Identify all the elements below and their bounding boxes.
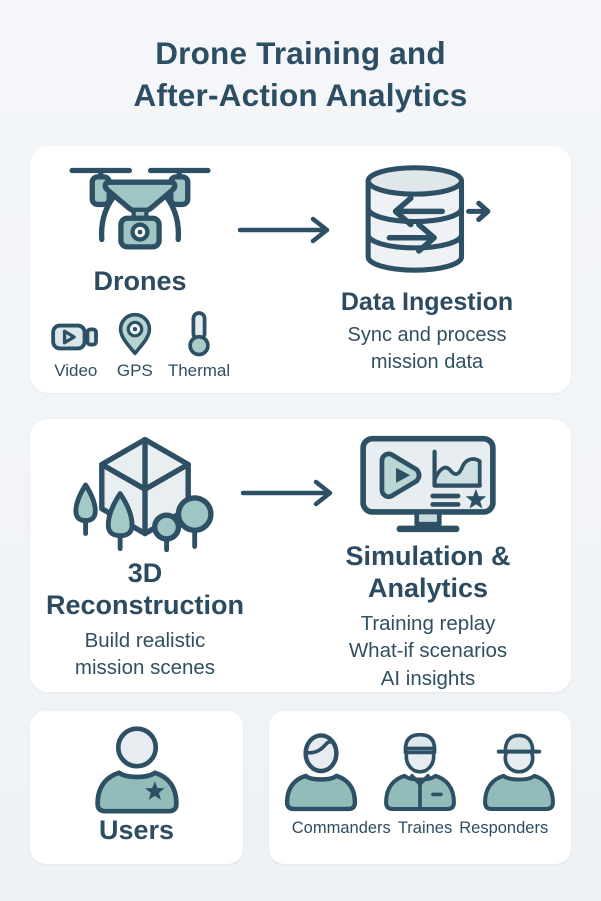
sensor-row: Video GPS Thermal — [50, 310, 230, 381]
roles-icon-row — [279, 728, 561, 814]
sensor-video-label: Video — [54, 360, 98, 380]
trainee-icon — [384, 732, 456, 811]
responder-icon — [483, 733, 555, 811]
data-ingestion-desc: Sync and process mission data — [348, 322, 507, 375]
arrow-right-icon — [240, 479, 333, 507]
role-label-traines: Traines — [397, 818, 453, 837]
commander-icon — [284, 733, 358, 811]
reconstruction-desc-line-1: Build realistic — [84, 628, 206, 652]
reconstruction-column: 3D Reconstruction Build realistic missio… — [30, 433, 260, 692]
sensor-gps: GPS — [116, 312, 154, 381]
simulation-card: 3D Reconstruction Build realistic missio… — [30, 418, 571, 692]
drone-icon — [69, 167, 211, 250]
analytics-feature-2: What-if scenarios — [348, 639, 508, 663]
analytics-heading-line-1: Simulation & — [345, 541, 511, 572]
users-heading: Users — [98, 814, 175, 845]
analytics-heading-line-2: Analytics — [367, 573, 489, 604]
drones-column: Drones Video GPS — [40, 162, 240, 393]
reconstruction-desc: Build realistic mission scenes — [75, 627, 215, 682]
reconstruction-desc-line-2: mission scenes — [74, 655, 216, 679]
video-camera-icon — [51, 323, 98, 350]
title-line-1: Drone Training and — [155, 35, 446, 71]
sensor-thermal: Thermal — [168, 310, 230, 381]
role-label-responders: Responders — [459, 818, 549, 837]
roles-label-row: Commanders Traines Responders — [292, 819, 548, 838]
analytics-feature-3: AI insights — [380, 666, 476, 690]
sensor-video: Video — [50, 317, 102, 381]
drones-heading: Drones — [93, 265, 187, 296]
ingestion-card: Drones Video GPS — [30, 145, 571, 393]
analytics-heading: Simulation & Analytics — [345, 541, 510, 605]
reconstruction-heading-line-1: 3D — [127, 557, 163, 588]
users-card: Users — [30, 710, 243, 864]
data-ingestion-heading: Data Ingestion — [340, 287, 514, 316]
thermometer-icon — [188, 310, 210, 357]
user-icon — [94, 726, 179, 814]
title-line-2: After-Action Analytics — [133, 76, 468, 113]
reconstruction-heading-line-2: Reconstruction — [45, 589, 245, 620]
bottom-row: Users — [30, 710, 571, 864]
gps-pin-icon — [118, 312, 152, 355]
data-ingestion-desc-line-2: mission data — [370, 350, 484, 373]
role-label-commanders: Commanders — [291, 818, 391, 837]
roles-card: Commanders Traines Responders — [269, 710, 571, 864]
analytics-features: Training replay What-if scenarios AI ins… — [349, 610, 507, 692]
sensor-thermal-label: Thermal — [167, 360, 231, 380]
analytics-feature-1: Training replay — [360, 612, 496, 636]
database-icon — [365, 164, 491, 273]
reconstruction-heading: 3D Reconstruction — [46, 558, 244, 622]
data-ingestion-column: Data Ingestion Sync and process mission … — [297, 162, 557, 393]
sensor-gps-label: GPS — [116, 360, 153, 380]
3d-cube-icon — [73, 436, 214, 552]
analytics-column: Simulation & Analytics Training replay W… — [293, 433, 563, 692]
data-ingestion-desc-line-1: Sync and process — [347, 324, 507, 347]
monitor-analytics-icon — [360, 435, 496, 532]
arrow-right-icon — [237, 216, 330, 244]
page-title: Drone Training and After-Action Analytic… — [0, 0, 601, 117]
